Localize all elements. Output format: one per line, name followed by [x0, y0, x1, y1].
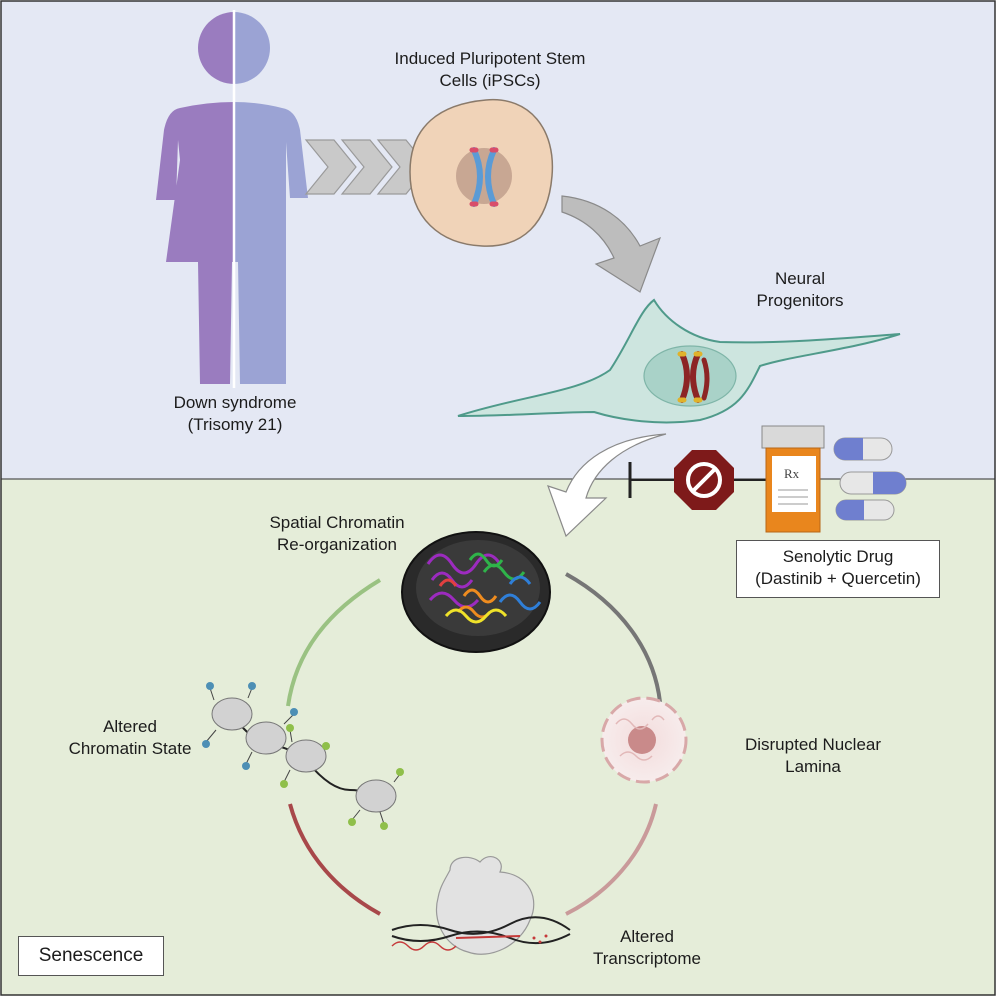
person-icon	[156, 10, 308, 388]
nucleosome-icon	[202, 682, 404, 830]
neuron-icon	[457, 298, 901, 424]
rx-symbol: Rx	[784, 466, 800, 481]
stop-sign-icon	[674, 450, 734, 510]
nuclear-lamina-icon	[600, 696, 688, 784]
curved-arrow-icon	[561, 195, 662, 293]
cycle-arc-green	[286, 578, 382, 707]
capsule-icon	[833, 437, 907, 521]
cycle-arc-pink	[565, 803, 658, 916]
pill-bottle-icon	[761, 425, 825, 533]
chromatin-ball-icon	[401, 531, 551, 653]
curved-arrow-white-icon	[547, 433, 667, 538]
cycle-arc-red	[288, 803, 381, 916]
cycle-arc-gray	[565, 572, 662, 703]
label-down-syndrome: Down syndrome(Trisomy 21)	[173, 393, 297, 434]
chromosome-icon	[469, 147, 499, 207]
polymerase-icon	[391, 856, 571, 955]
label-senescence: Senescence	[18, 936, 164, 976]
ipsc-cell-icon	[409, 99, 554, 247]
label-senolytic-drug: Senolytic Drug(Dastinib + Quercetin)	[736, 540, 940, 598]
